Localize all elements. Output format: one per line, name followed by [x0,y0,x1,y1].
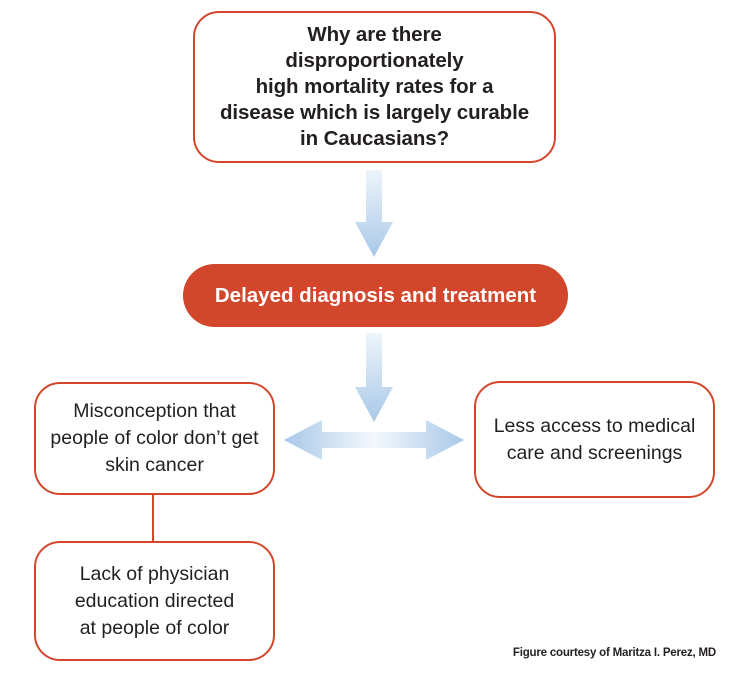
access-box: Less access to medical care and screenin… [474,381,715,498]
down-arrow-top [355,170,393,257]
connector-line [152,495,154,541]
physician-line: Lack of physician [79,562,230,585]
figure-credit: Figure courtesy of Maritza I. Perez, MD [512,647,716,659]
question-line: high mortality rates for a [255,75,494,98]
access-line: Less access to medical [493,414,696,437]
central-label: Delayed diagnosis and treatment [214,283,537,307]
question-line: Why are there disproportionately [285,23,464,72]
physician-education-box: Lack of physician education directed at … [34,541,275,661]
central-node: Delayed diagnosis and treatment [183,264,568,327]
access-line: care and screenings [506,441,683,464]
physician-line: at people of color [79,616,230,639]
misconception-line: people of color don’t get [50,427,259,449]
down-arrow-bottom [355,333,393,422]
misconception-line: skin cancer [105,454,204,476]
physician-line: education directed [74,589,235,612]
question-line: disease which is largely curable [219,101,529,124]
question-line: in Caucasians? [300,127,449,150]
question-box: Why are there disproportionately high mo… [193,11,556,163]
misconception-box: Misconception that people of color don’t… [34,382,275,495]
misconception-line: Misconception that [73,400,236,422]
horizontal-double-arrow [284,420,464,460]
